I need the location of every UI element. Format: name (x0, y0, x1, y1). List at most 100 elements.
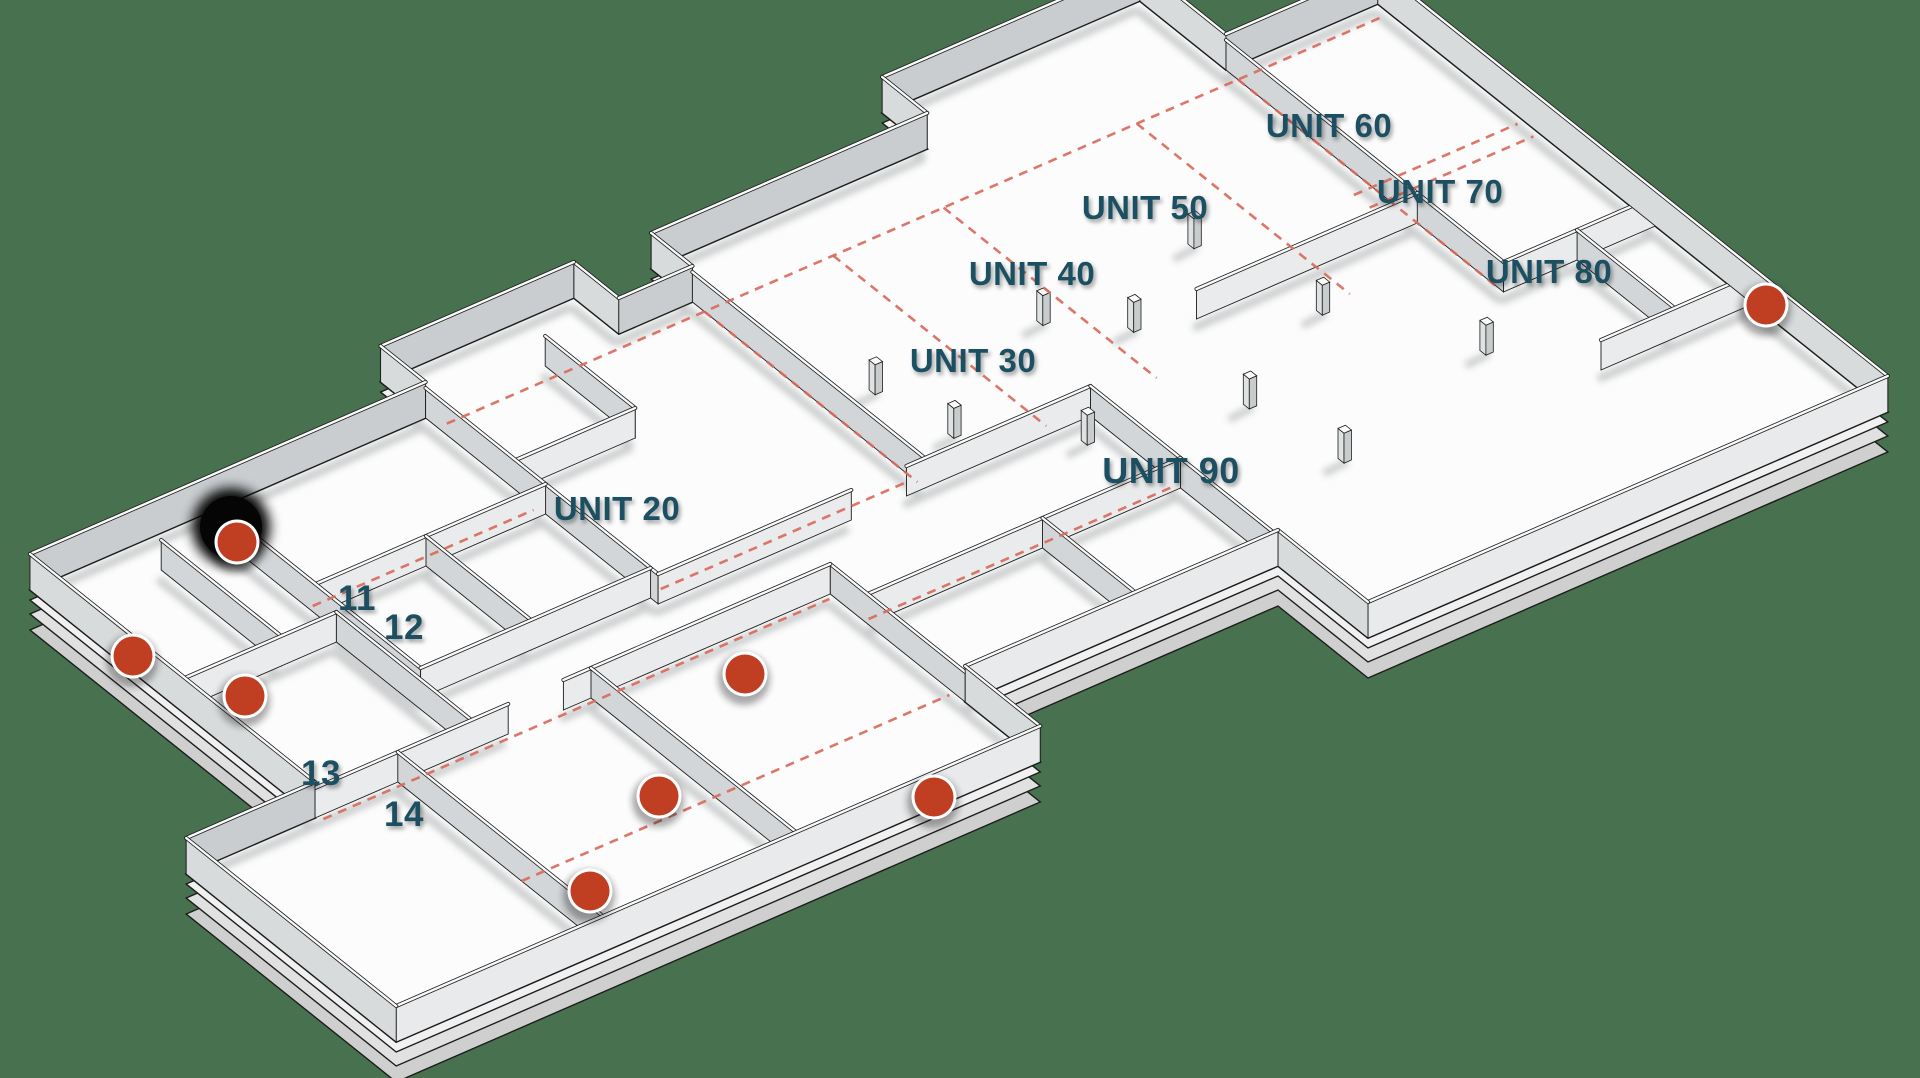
marker-dot[interactable] (725, 654, 765, 694)
label-room-11: 11 (338, 579, 376, 618)
wall-top (691, 270, 927, 460)
dashed-boundary-line (942, 206, 1158, 380)
marker-2-pin[interactable] (106, 633, 158, 688)
wall-top (314, 482, 547, 586)
wall-top (313, 702, 510, 790)
marker-dot[interactable] (1746, 285, 1786, 325)
wall-top (1599, 272, 1755, 342)
dashed-boundary-line (868, 485, 1173, 621)
dashed-boundary-line (1369, 135, 1534, 209)
label-unit-30: UNIT 30 (910, 342, 1036, 379)
wall-top (562, 562, 832, 682)
marker-dot[interactable] (225, 676, 265, 716)
wall-top (335, 610, 473, 722)
wall-top (656, 488, 853, 576)
columns (868, 210, 1495, 465)
column-top (1126, 293, 1142, 303)
marker-dot[interactable] (914, 777, 954, 817)
column (1343, 429, 1352, 464)
wall-top (178, 610, 338, 682)
marker-8-pin[interactable] (1739, 282, 1791, 337)
wall-top (395, 724, 1042, 1008)
wall-top (379, 344, 427, 384)
wall-top (881, 0, 1063, 79)
wall-top (650, 111, 929, 235)
dashed-boundary-line (521, 693, 950, 883)
label-room-14: 14 (384, 795, 424, 834)
wall-top (1224, 0, 1308, 36)
marker-7-pin[interactable] (563, 868, 615, 923)
column-top (1337, 424, 1353, 434)
column (953, 404, 962, 440)
wall-top (1181, 0, 1228, 36)
marker-dot[interactable] (217, 522, 257, 562)
wall-top (964, 664, 1042, 728)
wall-top (964, 528, 1280, 668)
marker-5-pin[interactable] (632, 773, 684, 828)
wall-top (379, 260, 575, 348)
dashed-boundary-line (1135, 122, 1351, 296)
column-top (947, 399, 962, 409)
wall-top (28, 552, 317, 784)
label-unit-60: UNIT 60 (1266, 107, 1392, 144)
column-top (1187, 210, 1203, 220)
column (1315, 279, 1323, 317)
column-top (1242, 370, 1258, 380)
marker-3-pin[interactable] (218, 673, 270, 728)
column (947, 402, 955, 440)
column (1133, 298, 1142, 334)
column-top (1479, 316, 1495, 326)
label-unit-70: UNIT 70 (1377, 173, 1503, 210)
column (1485, 321, 1494, 356)
column (874, 360, 883, 396)
wall-top (829, 562, 967, 674)
label-unit-90: UNIT 90 (1102, 450, 1240, 491)
dashed-boundary-line (446, 16, 1382, 425)
column (1321, 281, 1331, 316)
column (1080, 409, 1088, 447)
wall-top (514, 406, 637, 462)
marker-dot[interactable] (639, 776, 679, 816)
wall-top (1575, 228, 1676, 310)
label-unit-80: UNIT 80 (1486, 253, 1612, 290)
dashed-boundary-line (703, 310, 919, 484)
wall-top (159, 538, 283, 638)
dashed-boundary-line (312, 508, 535, 608)
label-room-12: 12 (384, 608, 424, 647)
column (1036, 289, 1044, 327)
wall-top (184, 780, 317, 840)
column (1042, 291, 1051, 327)
marker-6-pin[interactable] (907, 774, 959, 829)
marker-4-pin[interactable] (718, 651, 770, 706)
wall-top (1089, 384, 1280, 538)
wall-top (617, 264, 694, 300)
wall-top (866, 456, 1182, 596)
column (1127, 296, 1135, 334)
marker-dot[interactable] (113, 636, 153, 676)
wall-top (424, 534, 533, 622)
column-top (1315, 276, 1331, 286)
dashed-boundary-line (1353, 122, 1519, 197)
wall-top (1366, 374, 1890, 604)
wall-top (28, 380, 427, 556)
dashed-boundary-line (832, 254, 1048, 428)
label-unit-40: UNIT 40 (969, 255, 1095, 292)
wall-top (589, 666, 803, 838)
wall-top (1224, 38, 1505, 264)
label-room-13: 13 (301, 754, 341, 793)
building (28, 0, 1890, 1078)
column (1242, 373, 1250, 410)
marker-dot[interactable] (570, 871, 610, 911)
wall-top (905, 384, 1092, 468)
walls (28, 0, 1890, 1043)
wall-top (1041, 516, 1142, 598)
wall-top (881, 75, 929, 115)
dashed-boundary-line (660, 479, 910, 591)
column-top (868, 356, 884, 366)
marker-1-pin[interactable] (192, 488, 270, 573)
wall-top (544, 334, 637, 410)
column (1248, 375, 1258, 410)
column (1337, 427, 1345, 465)
